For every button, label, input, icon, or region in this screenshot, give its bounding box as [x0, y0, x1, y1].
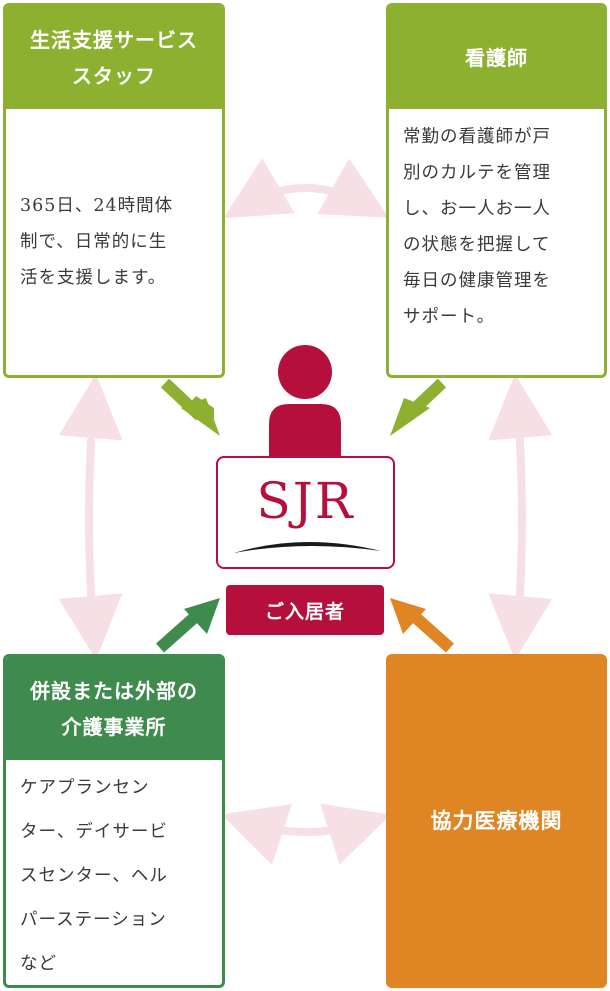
- person-icon: [269, 345, 341, 456]
- title-line-1: 併設または外部の: [30, 678, 198, 703]
- pink-arrow-top: [223, 158, 389, 219]
- body-line: ター、デイサービ: [20, 822, 168, 842]
- arrow-medical-to-resident: [390, 598, 454, 653]
- arrow-staff-to-resident: [160, 378, 220, 436]
- body-line: 別のカルテを管理: [403, 163, 551, 183]
- resident-label: ご入居者: [226, 585, 384, 635]
- card-support-staff-body: 365日、24時間体 制で、日常的に生 活を支援します。: [6, 109, 222, 375]
- sjr-logo-box: SJR: [216, 456, 395, 569]
- body-line: など: [20, 954, 57, 974]
- card-medical-institution-title: 協力医療機関: [430, 808, 563, 833]
- card-support-staff: 生活支援サービス スタッフ 365日、24時間体 制で、日常的に生 活を支援しま…: [3, 3, 225, 378]
- card-care-provider-body: ケアプランセン ター、デイサービ スセンター、ヘル パーステーション など: [6, 760, 222, 985]
- card-support-staff-title: 生活支援サービス スタッフ: [6, 6, 222, 109]
- card-care-provider-title: 併設または外部の 介護事業所: [6, 657, 222, 760]
- sjr-logo: SJR: [256, 472, 355, 530]
- title-line-2: スタッフ: [72, 63, 156, 88]
- body-line: ケアプランセン: [20, 778, 150, 798]
- title-line-1: 生活支援サービス: [30, 27, 198, 52]
- body-line: サポート。: [403, 307, 496, 327]
- pink-arrow-left: [58, 374, 123, 660]
- body-line: 制で、日常的に生: [20, 232, 168, 252]
- body-line: パーステーション: [20, 910, 167, 930]
- pink-arrow-bottom: [221, 803, 391, 865]
- pink-arrow-right: [488, 374, 553, 660]
- body-line: 常勤の看護師が戸: [403, 127, 551, 147]
- body-line: 365日、24時間体: [20, 196, 174, 216]
- title-line-2: 介護事業所: [61, 714, 167, 739]
- logo-swoosh-icon: [234, 541, 381, 553]
- arrow-care-to-resident: [156, 598, 220, 653]
- body-line: 活を支援します。: [20, 268, 167, 288]
- body-line: の状態を把握して: [403, 235, 551, 255]
- body-line: し、お一人お一人: [403, 199, 551, 219]
- body-line: 毎日の健康管理を: [403, 271, 551, 291]
- card-care-provider: 併設または外部の 介護事業所 ケアプランセン ター、デイサービ スセンター、ヘル…: [3, 654, 225, 988]
- arrow-nurse-to-resident: [390, 378, 447, 436]
- body-line: スセンター、ヘル: [20, 866, 168, 886]
- card-nurse-body: 常勤の看護師が戸 別のカルテを管理 し、お一人お一人 の状態を把握して 毎日の健…: [389, 109, 604, 335]
- card-medical-institution: 協力医療機関: [386, 654, 607, 988]
- card-nurse: 看護師 常勤の看護師が戸 別のカルテを管理 し、お一人お一人 の状態を把握して …: [386, 3, 607, 378]
- card-nurse-title: 看護師: [389, 6, 604, 109]
